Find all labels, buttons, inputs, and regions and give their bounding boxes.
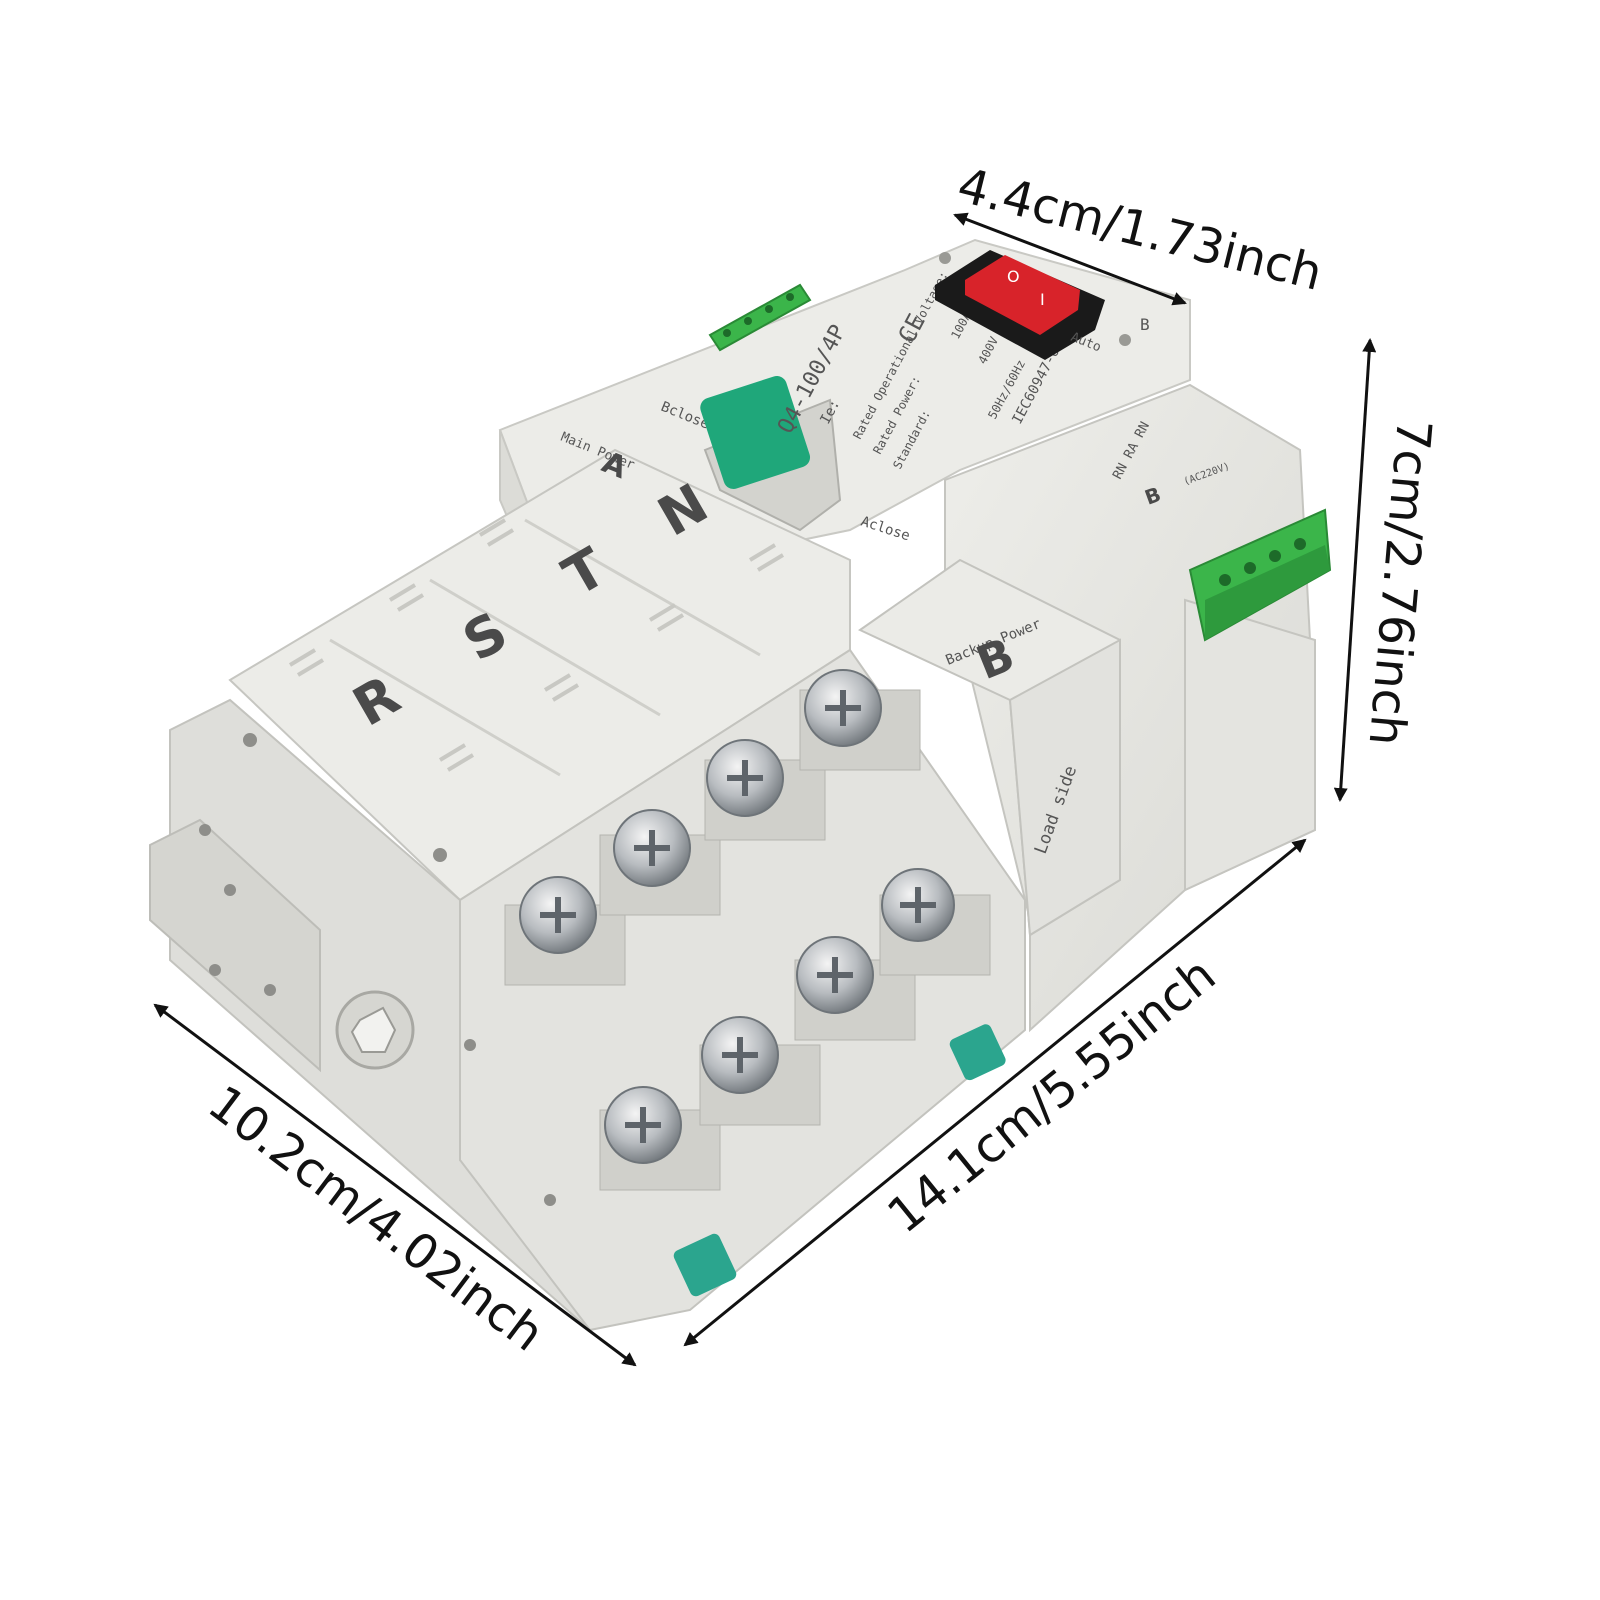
mounting-hole [544,1194,556,1206]
phase-divider [524,518,761,657]
terminal-screw [704,739,826,841]
backup-module-side [1184,598,1316,892]
main-top-face [228,448,851,902]
indicator-led [939,252,951,264]
dimension-height: 7cm/2.76inch [1333,338,1442,802]
phase-divider [429,578,661,717]
mounting-hole [224,884,236,896]
indicator-led [1119,334,1131,346]
mounting-hole [464,1039,476,1051]
mounting-hole [243,733,257,747]
rocker-i-label: I [1040,290,1045,309]
top-control-terminal [708,283,812,352]
terminal-screw [504,876,626,986]
lever-handle [700,375,811,489]
terminal-screw [799,669,921,771]
phase-divider [329,638,561,777]
dimension-height-label: 7cm/2.76inch [1358,417,1442,748]
mounting-hole [433,848,447,862]
aclose-label: Aclose [859,514,912,545]
transfer-lever[interactable] [698,373,842,532]
vent-slots [288,518,785,772]
side-control-terminal [1188,508,1332,642]
rocker-o-label: O [1007,267,1020,286]
mounting-hole [264,984,276,996]
b-side-letter: B [1140,315,1150,334]
mounting-hole [209,964,221,976]
mounting-hole [199,824,211,836]
